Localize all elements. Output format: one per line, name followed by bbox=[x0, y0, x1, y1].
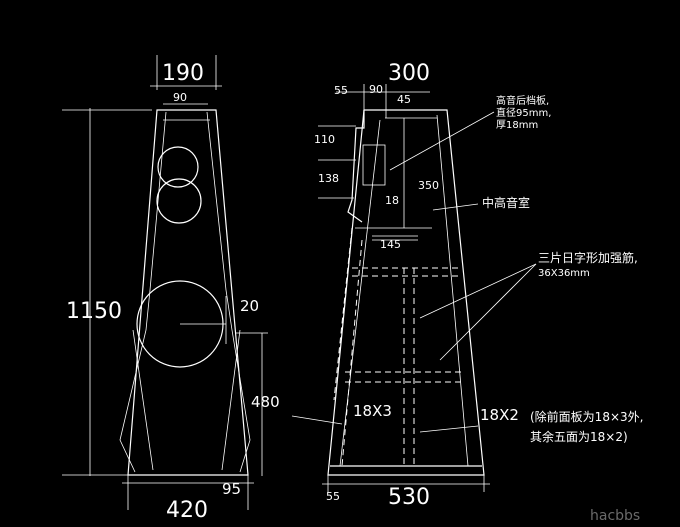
dim-mid-h: 138 bbox=[318, 172, 339, 185]
side-front-panel-inner bbox=[341, 239, 363, 467]
dim-other-layers: 18X2 bbox=[480, 406, 519, 424]
dim-chamber-wall: 18 bbox=[385, 194, 399, 207]
front-baffle-diag-left bbox=[132, 329, 154, 471]
dim-base-depth: 530 bbox=[388, 485, 430, 510]
dim-top-a: 55 bbox=[334, 84, 348, 97]
dim-port-height: 480 bbox=[251, 393, 280, 411]
dim-chamber-width: 145 bbox=[380, 238, 401, 251]
leader-braces-1 bbox=[419, 263, 537, 319]
dim-height: 1150 bbox=[66, 299, 122, 324]
leader-braces-2 bbox=[439, 263, 537, 361]
side-top-step bbox=[347, 110, 365, 223]
dim-port-offset: 20 bbox=[240, 297, 259, 315]
front-baffle-left bbox=[119, 111, 167, 473]
note-rear-board-3: 厚18mm bbox=[496, 119, 538, 131]
note-rear-board-2: 直径95mm, bbox=[496, 106, 551, 119]
front-baffle-right bbox=[206, 111, 251, 473]
leader-rear-board bbox=[389, 111, 495, 171]
dim-top-b: 90 bbox=[369, 83, 383, 96]
dim-base-step: 95 bbox=[222, 480, 241, 498]
note-panels-2: 其余五面为18×2) bbox=[530, 429, 628, 444]
dim-tweeter-h: 110 bbox=[314, 133, 335, 146]
note-braces-2: 36X36mm bbox=[538, 268, 590, 279]
note-panels-1: (除前面板为18×3外, bbox=[530, 409, 643, 424]
leader-other-layers bbox=[419, 425, 479, 433]
note-rear-board-1: 高音后档板, bbox=[496, 94, 549, 107]
leader-front-layers bbox=[291, 415, 343, 425]
dim-top-depth: 300 bbox=[388, 61, 430, 86]
dim-top-c: 45 bbox=[397, 93, 411, 106]
side-view: 300 55 90 45 110 138 350 18 145 18X3 18X… bbox=[291, 61, 643, 510]
side-cabinet-outline bbox=[327, 109, 485, 476]
side-tweeter-board bbox=[362, 144, 386, 186]
leader-mid-chamber bbox=[432, 203, 479, 211]
watermark: hacbbs bbox=[590, 508, 640, 524]
front-midrange bbox=[156, 178, 202, 224]
dim-base-width: 420 bbox=[166, 498, 208, 523]
side-inner-back bbox=[436, 114, 469, 467]
dim-top-inner: 90 bbox=[173, 91, 187, 104]
note-mid-chamber: 中高音室 bbox=[482, 195, 530, 210]
note-braces-1: 三片日字形加强筋, bbox=[538, 250, 638, 265]
front-tweeter bbox=[157, 146, 199, 188]
dim-top-outer: 190 bbox=[162, 61, 204, 86]
dim-base-offset: 55 bbox=[326, 490, 340, 503]
dim-chamber-h: 350 bbox=[418, 179, 439, 192]
front-view: 190 90 1150 20 480 420 95 bbox=[62, 55, 280, 523]
side-front-panel-mid bbox=[333, 227, 353, 401]
front-baffle-diag-right bbox=[221, 329, 241, 471]
side-inner-front bbox=[339, 119, 381, 467]
dim-front-layers: 18X3 bbox=[353, 402, 392, 420]
